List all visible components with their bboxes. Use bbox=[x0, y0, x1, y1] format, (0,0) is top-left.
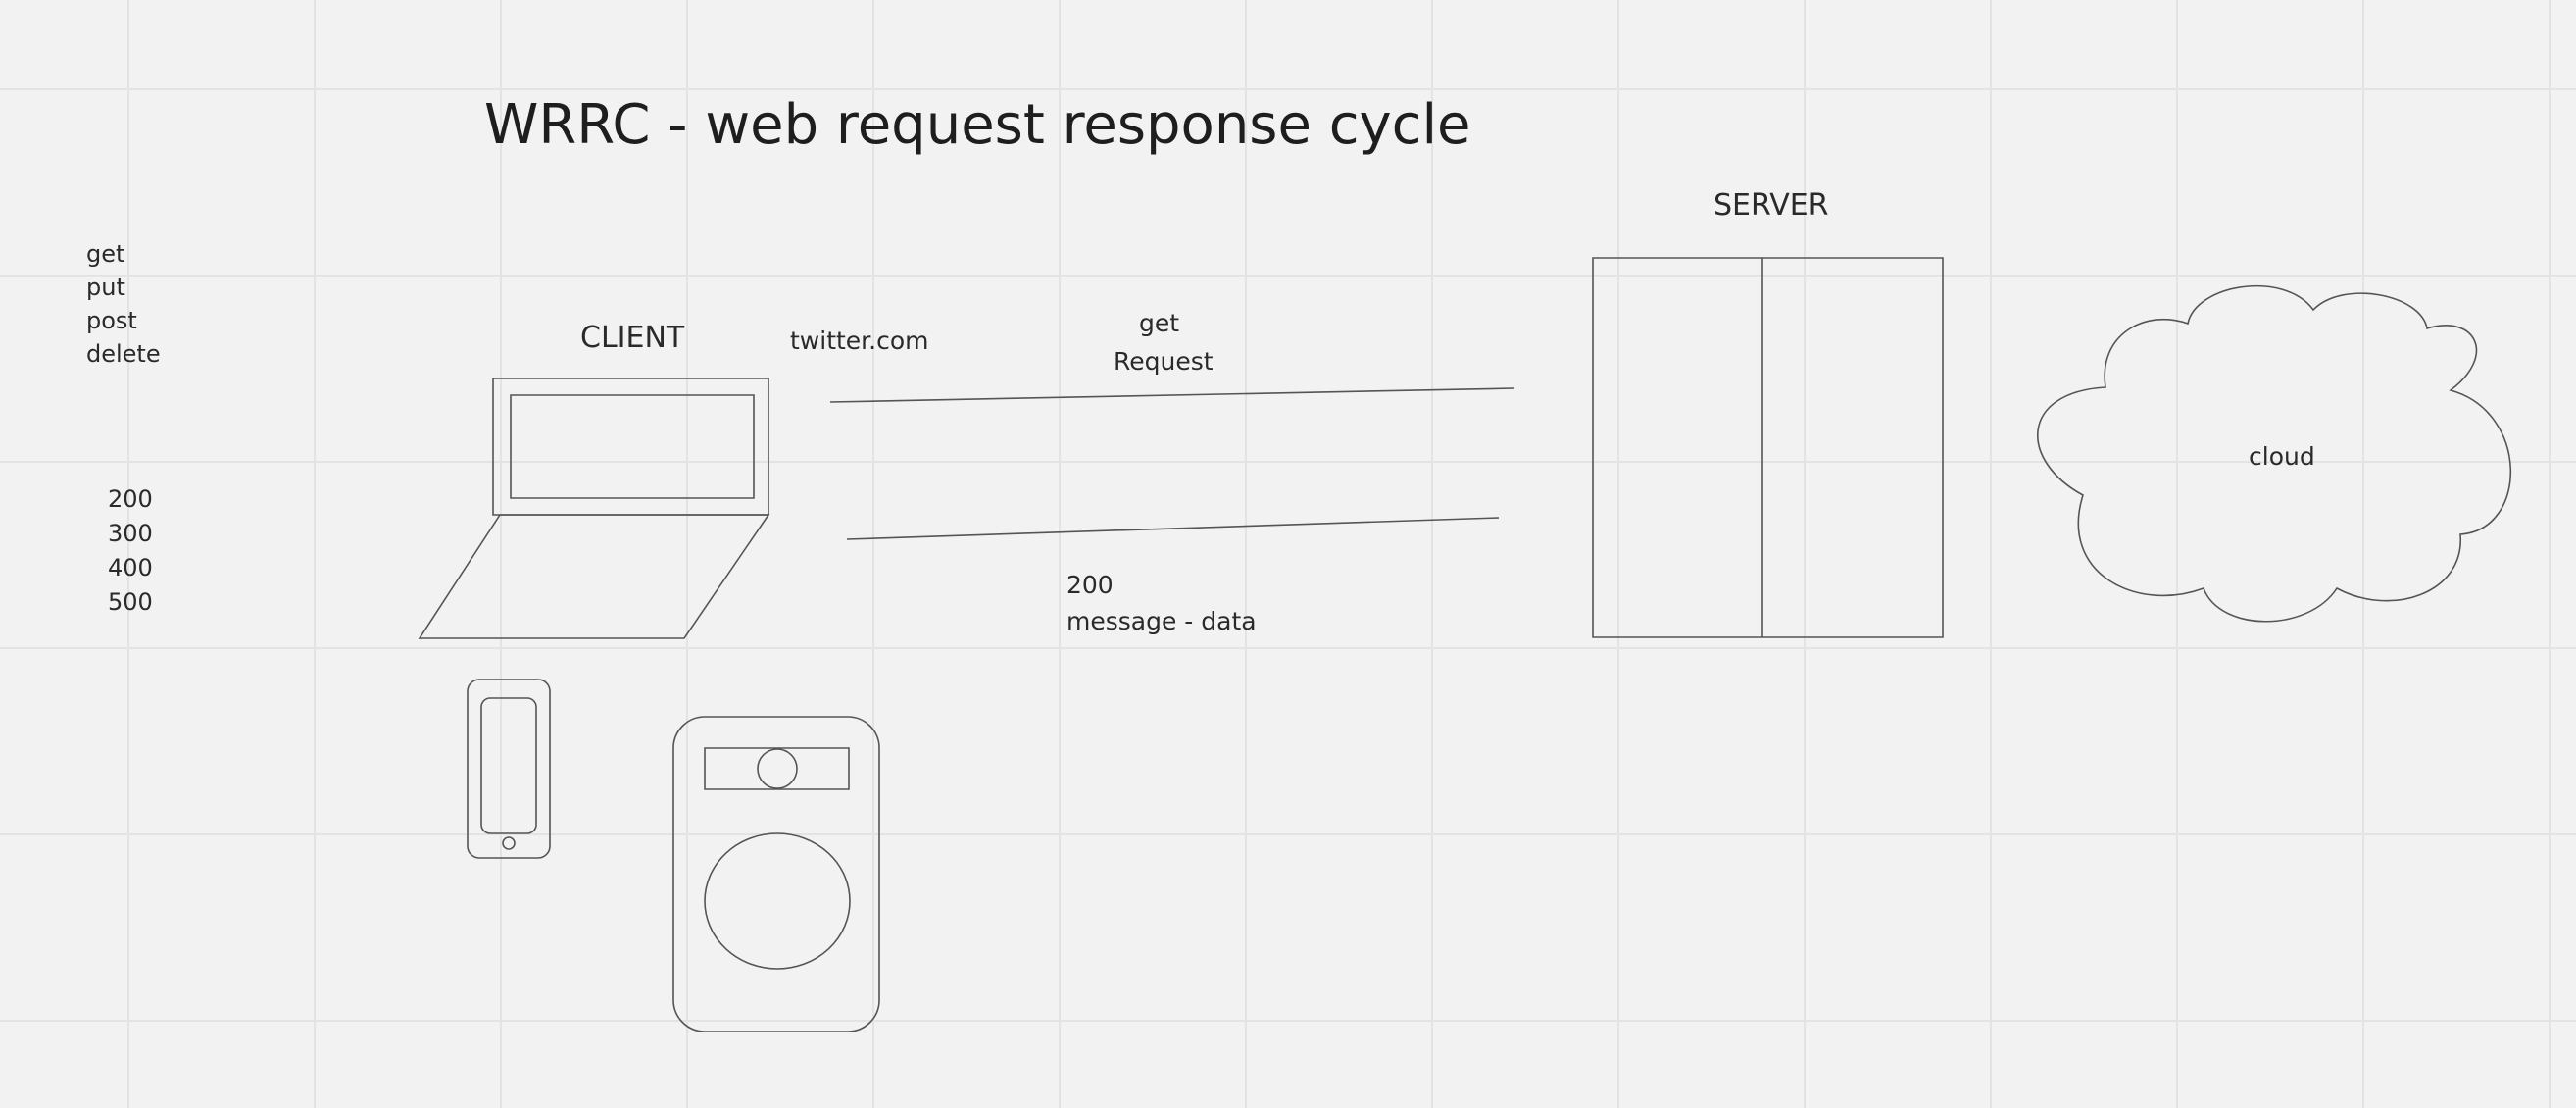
washing-machine-drum bbox=[705, 833, 850, 969]
washing-machine-dial bbox=[758, 749, 797, 788]
server-box bbox=[1593, 258, 1943, 637]
cloud-icon[interactable] bbox=[2038, 286, 2511, 622]
phone-screen bbox=[481, 698, 536, 833]
url-label: twitter.com bbox=[790, 327, 929, 355]
response-status-label: 200 bbox=[1066, 571, 1114, 599]
phone-home-button bbox=[503, 837, 515, 849]
diagram-title: WRRC - web request response cycle bbox=[484, 93, 1471, 157]
status-code-item: 200 bbox=[108, 485, 153, 513]
laptop-keyboard-base bbox=[420, 515, 768, 638]
http-method-item: post bbox=[86, 307, 137, 334]
laptop-screen-frame bbox=[493, 378, 768, 515]
client-label: CLIENT bbox=[580, 321, 685, 355]
status-codes-list: 200 300 400 500 bbox=[108, 482, 153, 620]
request-method-label: get bbox=[1139, 309, 1180, 337]
laptop-icon[interactable] bbox=[420, 378, 768, 638]
washing-machine-body bbox=[673, 717, 879, 1032]
http-methods-list: get put post delete bbox=[86, 237, 161, 371]
status-code-item: 400 bbox=[108, 554, 153, 581]
response-label: message - data bbox=[1066, 607, 1257, 635]
phone-icon[interactable] bbox=[468, 680, 550, 858]
response-arrow bbox=[847, 518, 1499, 539]
cloud-label: cloud bbox=[2249, 442, 2315, 471]
request-arrow bbox=[830, 388, 1514, 402]
server-label: SERVER bbox=[1713, 188, 1829, 223]
status-code-item: 300 bbox=[108, 520, 153, 547]
washing-machine-control-panel bbox=[705, 748, 849, 789]
server-icon[interactable] bbox=[1593, 258, 1943, 637]
http-method-item: put bbox=[86, 274, 125, 301]
http-method-item: get bbox=[86, 240, 125, 268]
status-code-item: 500 bbox=[108, 588, 153, 616]
laptop-screen bbox=[511, 395, 754, 498]
washing-machine-icon[interactable] bbox=[673, 717, 879, 1032]
request-label: Request bbox=[1114, 347, 1214, 376]
http-method-item: delete bbox=[86, 340, 161, 368]
phone-body bbox=[468, 680, 550, 858]
